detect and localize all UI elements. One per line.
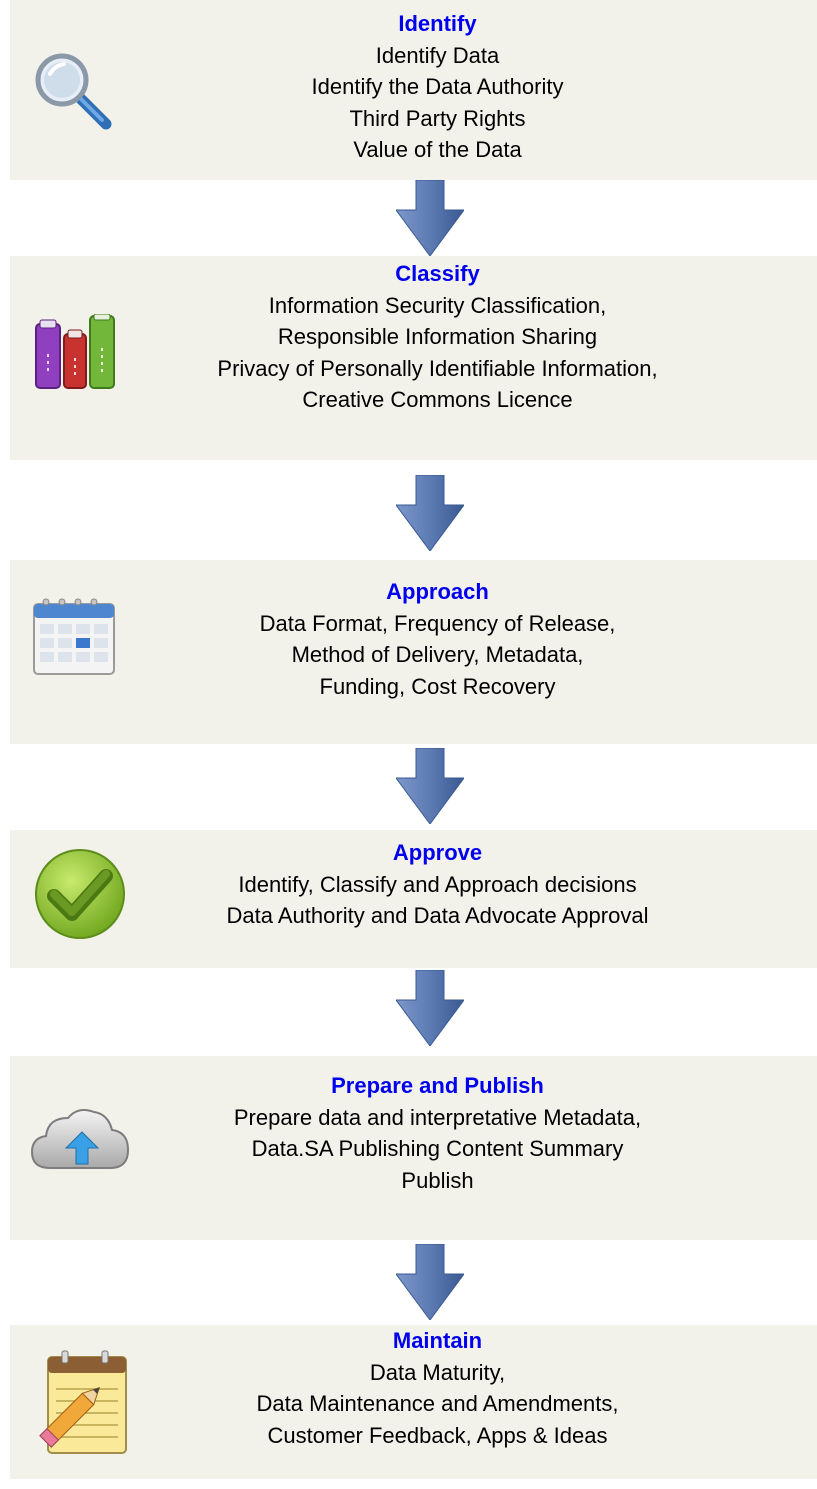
step-classify: Classify Information Security Classifica… — [10, 256, 817, 460]
books-icon — [35, 314, 115, 389]
step-text: Maintain Data Maturity, Data Maintenance… — [150, 1325, 725, 1451]
down-arrow-icon — [396, 1244, 464, 1320]
step-line: Data Maturity, — [369, 1359, 506, 1385]
down-arrow-icon — [396, 970, 464, 1046]
step-line: Creative Commons Licence — [302, 387, 573, 412]
calendar-icon — [33, 598, 115, 675]
cloud-upload-icon — [30, 1109, 130, 1169]
step-line: Identify, Classify and Approach decision… — [238, 871, 637, 897]
step-text: Prepare and Publish Prepare data and int… — [150, 1070, 725, 1196]
step-line: Funding, Cost Recovery — [319, 673, 556, 699]
step-line: Customer Feedback, Apps & Ideas — [267, 1422, 608, 1448]
step-line: Data.SA Publishing Content Summary — [251, 1136, 624, 1161]
step-title: Maintain — [392, 1328, 483, 1353]
step-line: Privacy of Personally Identifiable Infor… — [217, 355, 658, 381]
step-line: Responsible Information Sharing — [277, 324, 598, 349]
step-approach: Approach Data Format, Frequency of Relea… — [10, 560, 817, 744]
step-prepare-publish: Prepare and Publish Prepare data and int… — [10, 1056, 817, 1240]
step-approve: Approve Identify, Classify and Approach … — [10, 830, 817, 968]
magnifier-icon — [35, 53, 112, 130]
step-line: Method of Delivery, Metadata, — [291, 642, 584, 667]
down-arrow-icon — [396, 475, 464, 551]
step-text: Identify Identify Data Identify the Data… — [150, 8, 725, 166]
step-line: Value of the Data — [353, 137, 522, 162]
step-title: Classify — [395, 261, 480, 286]
checkmark-icon — [35, 849, 125, 939]
step-title: Approach — [386, 579, 489, 604]
step-text: Classify Information Security Classifica… — [150, 258, 725, 416]
step-line: Publish — [401, 1167, 474, 1193]
step-title: Approve — [392, 840, 483, 865]
step-line: Third Party Rights — [349, 105, 526, 131]
step-line: Data Maintenance and Amendments, — [256, 1391, 619, 1416]
down-arrow-icon — [396, 180, 464, 256]
step-title: Prepare and Publish — [331, 1073, 544, 1098]
step-line: Data Authority and Data Advocate Approva… — [226, 903, 649, 928]
step-line: Information Security Classification, — [268, 292, 607, 318]
step-maintain: Maintain Data Maturity, Data Maintenance… — [10, 1325, 817, 1479]
step-text: Approve Identify, Classify and Approach … — [150, 837, 725, 932]
step-text: Approach Data Format, Frequency of Relea… — [150, 576, 725, 702]
notepad-pencil-icon — [39, 1350, 127, 1454]
step-title: Identify — [398, 11, 477, 36]
step-line: Identify Data — [375, 42, 500, 68]
step-line: Data Format, Frequency of Release, — [259, 610, 616, 636]
step-identify: Identify Identify Data Identify the Data… — [10, 0, 817, 180]
step-line: Prepare data and interpretative Metadata… — [233, 1104, 642, 1130]
step-line: Identify the Data Authority — [311, 74, 564, 99]
down-arrow-icon — [396, 748, 464, 824]
